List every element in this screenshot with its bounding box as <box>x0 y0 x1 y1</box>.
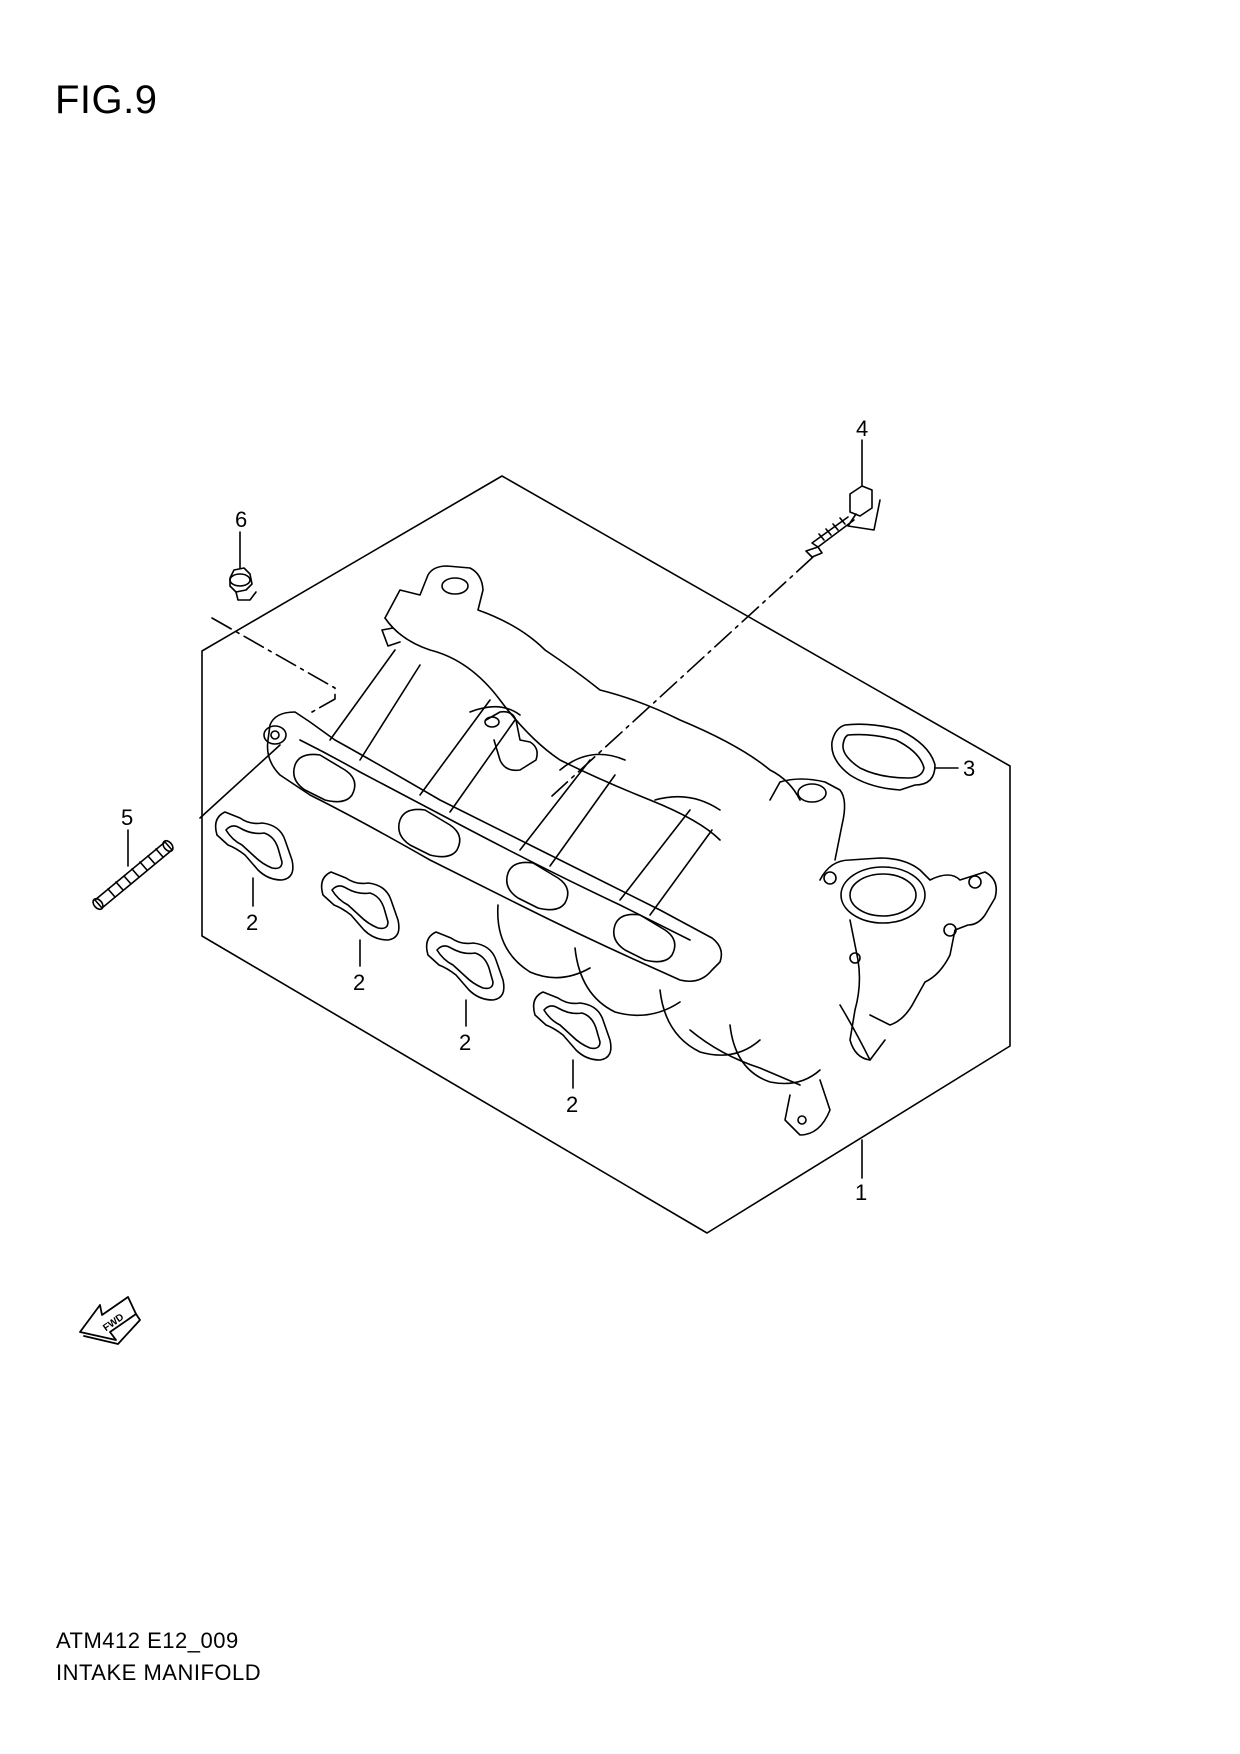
callout-2d: 2 <box>566 1092 578 1117</box>
bolt-leader-line <box>551 556 814 797</box>
callout-5: 5 <box>121 805 133 830</box>
flange-nut <box>229 567 257 601</box>
callout-3: 3 <box>963 756 975 781</box>
callout-6: 6 <box>235 507 247 532</box>
stud-leader-line <box>199 744 281 819</box>
gasket-2 <box>320 871 400 941</box>
assembly-outline <box>201 475 1011 1234</box>
callout-leaders <box>127 439 959 1179</box>
diagram-name: INTAKE MANIFOLD <box>56 1660 262 1685</box>
gasket-4 <box>532 991 612 1061</box>
throttle-gasket <box>831 723 936 791</box>
gasket-1 <box>214 811 294 881</box>
stud-bolt <box>92 839 174 911</box>
callout-2a: 2 <box>246 910 258 935</box>
forward-arrow-icon: FWD <box>79 1296 141 1345</box>
gaskets <box>214 811 612 1061</box>
callout-2c: 2 <box>459 1030 471 1055</box>
port-openings <box>292 753 676 963</box>
callout-2b: 2 <box>353 970 365 995</box>
runners <box>329 649 721 916</box>
gasket-3 <box>425 931 505 1001</box>
callout-1: 1 <box>855 1180 867 1205</box>
nut-leader-line <box>211 617 336 713</box>
intake-manifold <box>263 565 998 1136</box>
callout-4: 4 <box>856 416 868 441</box>
flange-bolt <box>805 485 881 558</box>
diagram-code: ATM412 E12_009 <box>56 1628 239 1653</box>
figure-title: FIG.9 <box>55 78 158 122</box>
